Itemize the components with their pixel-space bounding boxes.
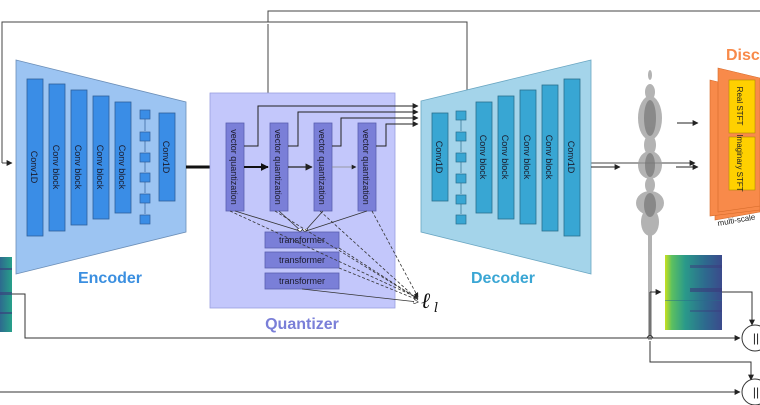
- transformer-1: transformer: [264, 251, 340, 269]
- encoder-block-label: Conv block: [73, 145, 83, 190]
- encoder-block-label: Conv1D: [161, 141, 171, 174]
- transformer-label: transformer: [279, 255, 325, 265]
- decoder-block-4: Conv block: [519, 89, 537, 225]
- disc-block-real-stft: Real STFT: [728, 79, 756, 134]
- vq-block-0: vector quantization: [225, 122, 245, 212]
- vq-block-3: vector quantization: [357, 122, 377, 212]
- encoder-block-label: Conv1D: [29, 151, 39, 184]
- encoder-block-3: Conv block: [92, 95, 110, 220]
- vq-label: vector quantization: [361, 129, 371, 205]
- vq-label: vector quantization: [317, 129, 327, 205]
- loss-node-spectral: ||: [741, 324, 760, 352]
- decoder-block-3: Conv block: [497, 95, 515, 220]
- encoder-block-0: Conv1D: [26, 78, 44, 237]
- vq-label: vector quantization: [229, 129, 239, 205]
- decoder-block-6: Conv1D: [563, 78, 581, 237]
- transformer-label: transformer: [279, 235, 325, 245]
- transformer-0: transformer: [264, 231, 340, 249]
- encoder-lstm-stack: [139, 109, 151, 225]
- disc-block-imag-stft: Imaginary STFT: [728, 134, 756, 192]
- disc-block-label: Real STFT: [735, 87, 744, 126]
- quantizer: vector quantization vector quantization …: [209, 92, 419, 333]
- encoder-block-2: Conv block: [70, 89, 88, 226]
- encoder-block-6: Conv1D: [158, 112, 176, 202]
- output-waveform-core: [644, 100, 656, 217]
- decoder-block-label: Conv block: [478, 135, 488, 180]
- decoder-block-2: Conv block: [475, 101, 493, 214]
- decoder-block-label: Conv block: [522, 135, 532, 180]
- vq-block-2: vector quantization: [313, 122, 333, 212]
- decoder-block-label: Conv block: [544, 135, 554, 180]
- loss-symbol: ℓ: [421, 289, 431, 314]
- vq-block-1: vector quantization: [269, 122, 289, 212]
- encoder: Conv1D Conv block Conv block Conv block …: [15, 59, 187, 287]
- encoder-block-label: Conv block: [95, 145, 105, 190]
- decoder-block-label: Conv1D: [566, 141, 576, 174]
- decoder-block-0: Conv1D: [431, 112, 449, 202]
- loss-node-waveform: ||: [741, 378, 760, 405]
- output-spectrogram: [665, 255, 722, 330]
- transformer-2: transformer: [264, 272, 340, 290]
- transformer-label: transformer: [279, 276, 325, 286]
- loss-node-label: ||: [753, 385, 759, 399]
- decoder-label: Decoder: [471, 270, 535, 287]
- discriminator-label: Disc: [726, 47, 760, 64]
- encoder-block-label: Conv block: [51, 145, 61, 190]
- loss-dashed-lines: [229, 210, 419, 301]
- input-spectrogram: [0, 257, 12, 332]
- encoder-block-4: Conv block: [114, 101, 132, 214]
- loss-connection-lines: [0, 289, 755, 395]
- quantizer-label: Quantizer: [265, 316, 339, 333]
- decoder-block-5: Conv block: [541, 84, 559, 232]
- vq-label: vector quantization: [273, 129, 283, 205]
- discriminator: Real STFT Imaginary STFT multi-scale Dis…: [709, 47, 760, 228]
- commitment-loss: ℓ l: [421, 289, 438, 316]
- encoder-block-1: Conv block: [48, 83, 66, 232]
- decoder-block-label: Conv block: [500, 135, 510, 180]
- encoder-label: Encoder: [78, 270, 142, 287]
- encoder-block-label: Conv block: [117, 145, 127, 190]
- decoder: Conv1D Conv block Conv block Conv block …: [420, 59, 592, 287]
- loss-node-label: ||: [753, 331, 759, 345]
- loss-subscript: l: [434, 301, 438, 316]
- decoder-block-label: Conv1D: [434, 141, 444, 174]
- disc-block-label: Imaginary STFT: [735, 134, 744, 191]
- decoder-lstm-stack: [455, 110, 467, 225]
